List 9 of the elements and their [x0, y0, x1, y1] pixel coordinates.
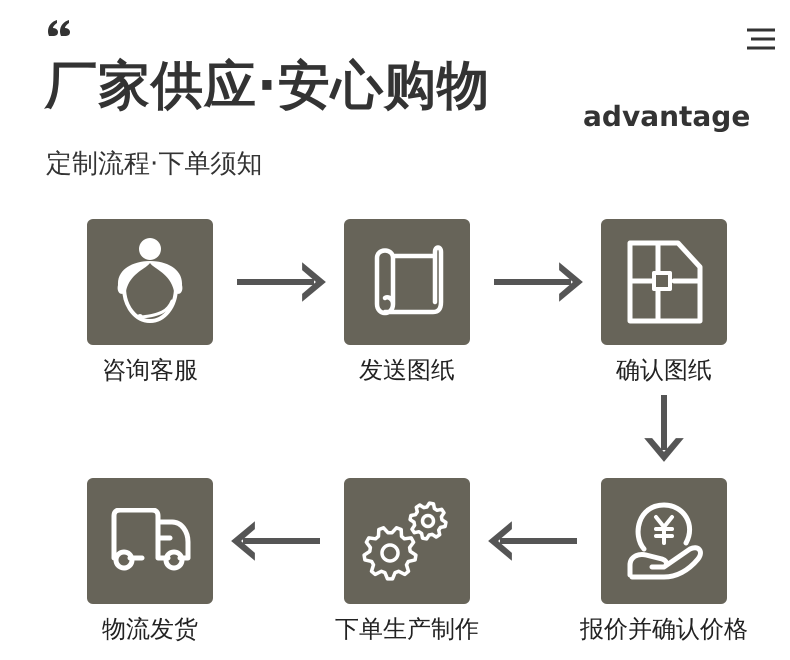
subtitle: advantage: [583, 99, 750, 135]
step-label: 报价并确认价格: [580, 614, 748, 644]
step-label: 物流发货: [102, 614, 198, 644]
subtitle: 定制流程·下单须知: [46, 148, 262, 181]
step-label: 咨询客服: [102, 355, 198, 385]
step-label: 确认图纸: [616, 355, 712, 385]
step-label: 下单生产制作: [335, 614, 479, 644]
title: 厂家供应·安心购物: [45, 60, 490, 112]
step-label: 发送图纸: [359, 355, 455, 385]
